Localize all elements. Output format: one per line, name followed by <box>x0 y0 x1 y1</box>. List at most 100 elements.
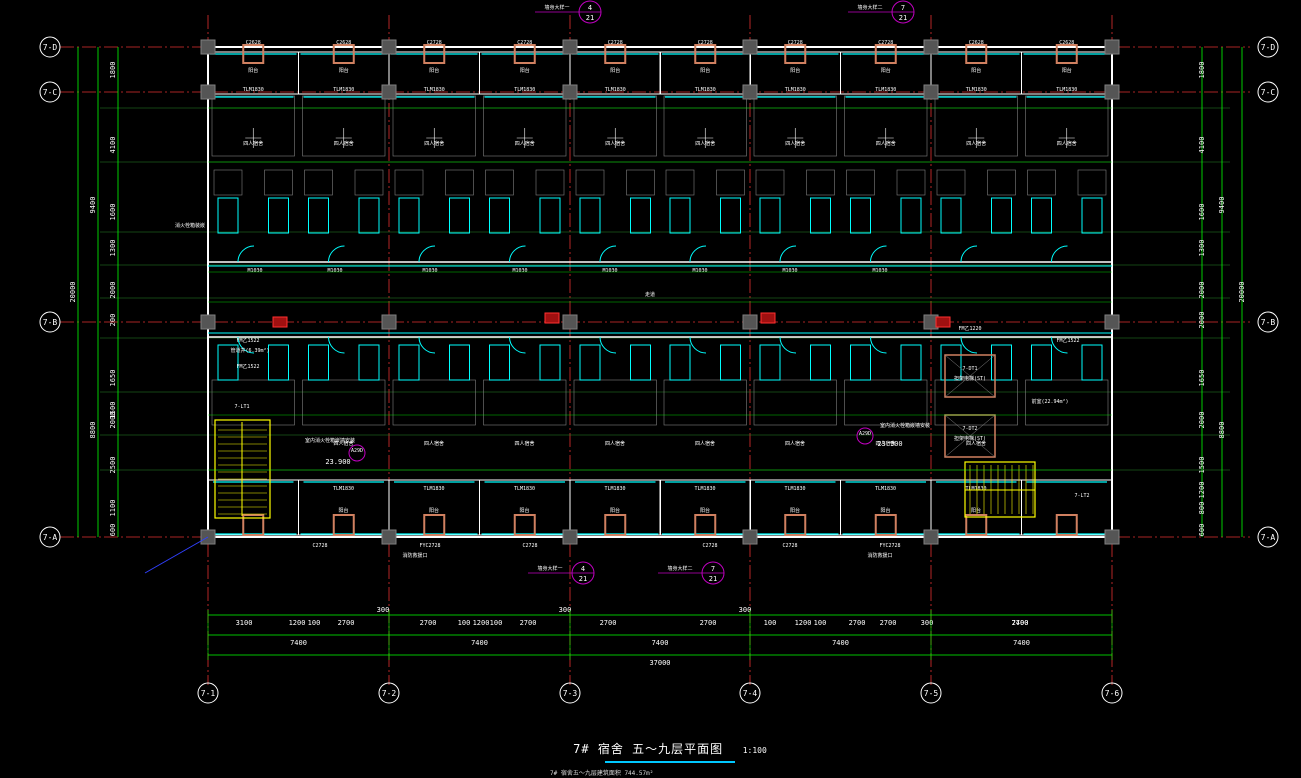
window-label-top: C2728 <box>698 40 713 46</box>
area-note: 7# 宿舍五～九层建筑面积 744.57m² <box>550 770 654 777</box>
sub-dimension-text: 2700 <box>520 619 537 627</box>
bay-dimension-text: 7400 <box>832 639 849 647</box>
balcony-label-bottom: 阳台 <box>700 507 710 514</box>
grid-label-row-left: 7-C <box>43 88 58 97</box>
balcony-label-top: 阳台 <box>520 67 530 74</box>
structural-column <box>562 39 578 55</box>
left-total-dim: 20000 <box>69 281 77 302</box>
door-swing-top <box>237 245 255 263</box>
bathroom-bottom <box>449 344 470 381</box>
room-label-bottom: 四人宿舍 <box>785 440 805 447</box>
corridor-door-label: M1030 <box>512 268 527 274</box>
balcony-label-bottom: 阳台 <box>519 507 529 514</box>
structural-column <box>562 314 578 330</box>
shaft-column-bottom <box>874 514 897 536</box>
bathroom-bottom <box>669 344 691 381</box>
bathroom-top <box>940 197 962 234</box>
grid-label-column: 7-5 <box>924 689 939 698</box>
sub-dimension-text: 300 <box>921 619 934 627</box>
shaft-column-top <box>423 44 446 64</box>
bathroom-top <box>268 197 289 234</box>
note-socket-box: 消火栓箱装嵌 <box>175 222 205 229</box>
door-swing-top <box>870 245 887 263</box>
shaft-column-top <box>604 44 627 64</box>
right-part-dim: 800 <box>1198 502 1206 515</box>
structural-column <box>1104 84 1120 100</box>
right-part-dim: 2000 <box>1198 412 1206 429</box>
room-label-top: 四人宿舍 <box>334 140 354 147</box>
window-label-top: C2728 <box>427 40 442 46</box>
balcony-label-bottom: 阳台 <box>610 507 620 514</box>
left-upper-dim: 9400 <box>89 197 97 214</box>
door-swing-top <box>509 245 526 263</box>
balcony-label-bottom: 阳台 <box>971 507 981 514</box>
shaft-column-bottom <box>694 514 717 536</box>
sub-dimension-text: 300 <box>377 606 390 614</box>
detail-ref-id: 4 <box>588 4 592 12</box>
detail-ref-id: 7 <box>901 4 905 12</box>
corridor-door-label: M1030 <box>422 268 437 274</box>
right-part-dim: 1800 <box>1198 62 1206 79</box>
right-part-dim: 1650 <box>1198 370 1206 387</box>
bathroom-top <box>1031 197 1052 234</box>
window-label-top: C2728 <box>788 40 803 46</box>
structural-column <box>381 314 397 330</box>
door-label-top: TLM1830 <box>875 87 896 93</box>
door-swing-bottom <box>870 336 887 354</box>
shaft-column-top <box>874 44 897 64</box>
grid-bubble-row-left <box>39 36 61 58</box>
structural-column <box>923 84 939 100</box>
door-label-bottom: TLM1830 <box>514 486 535 492</box>
elevation-right: 23.900 <box>877 440 902 448</box>
elevator-shaft <box>944 354 996 398</box>
bathroom-bottom <box>398 344 420 381</box>
room-bottom <box>392 379 476 426</box>
drawing-scale: 1:100 <box>742 746 767 755</box>
wardrobe-top <box>485 169 514 196</box>
right-part-dim: 2000 <box>1198 312 1206 329</box>
window-label-top: C2628 <box>1059 40 1074 46</box>
note-shaft-right: 前室(22.94m²) <box>1031 398 1068 405</box>
fire-door-label: FM乙1220 <box>958 325 981 332</box>
balcony-label-top: 阳台 <box>700 67 710 74</box>
corridor-door-label: M1030 <box>782 268 797 274</box>
structural-column <box>1104 529 1120 545</box>
wardrobe-top <box>987 169 1016 196</box>
grid-label-column: 7-6 <box>1105 689 1120 698</box>
door-label-top: TLM1830 <box>333 87 354 93</box>
door-label-top: TLM1830 <box>424 87 445 93</box>
door-swing-bottom <box>418 336 436 354</box>
door-label-bottom: TLM1830 <box>423 486 444 492</box>
window-label-top: C2628 <box>969 40 984 46</box>
drawing-title-block: 7# 宿舍 五～九层平面图 1:100 <box>520 738 820 763</box>
room-label-top: 四人宿舍 <box>695 140 715 147</box>
bathroom-bottom <box>810 344 831 381</box>
room-label-bottom: 四人宿舍 <box>695 440 715 447</box>
bay-dimension-text: 7400 <box>1013 639 1030 647</box>
wardrobe-top <box>575 169 605 196</box>
structural-column <box>200 314 216 330</box>
stair-label-right: 7-LT2 <box>1074 493 1089 499</box>
sub-dimension-text: 2700 <box>1012 619 1029 627</box>
wardrobe-top <box>665 169 695 196</box>
room-bottom <box>573 379 657 426</box>
balcony-label-top: 阳台 <box>610 67 620 74</box>
door-swing-bottom <box>960 336 978 354</box>
door-label-bottom: TLM1830 <box>875 486 896 492</box>
detail-ref-sheet: 21 <box>709 575 717 583</box>
left-part-dim: 1100 <box>109 500 117 517</box>
door-label-top: TLM1830 <box>514 87 535 93</box>
grid-bubble-row-left <box>39 81 61 103</box>
sub-dimension-text: 2700 <box>420 619 437 627</box>
room-label-bottom: 四人宿舍 <box>333 440 353 447</box>
shaft-column-bottom <box>965 514 988 536</box>
room-top <box>573 95 657 157</box>
hydrant-marker <box>272 316 288 328</box>
bathroom-top <box>308 197 329 234</box>
structural-column <box>562 84 578 100</box>
right-part-dim: 1200 <box>1198 482 1206 499</box>
sub-dimension-text: 1200 <box>473 619 490 627</box>
grid-bubble-row-right <box>1257 526 1279 548</box>
hydrant-marker <box>760 312 776 324</box>
sub-dimension-text: 100 <box>764 619 777 627</box>
